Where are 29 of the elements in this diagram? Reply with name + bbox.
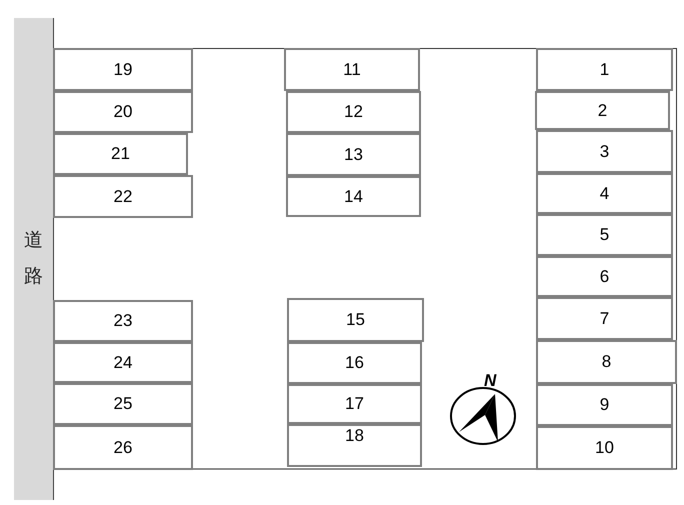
- parking-space: 26: [53, 425, 193, 470]
- parking-space: 6: [536, 256, 673, 297]
- parking-space: 12: [286, 91, 421, 133]
- parking-space: 16: [287, 342, 422, 384]
- road-label: 道路: [24, 229, 44, 289]
- parking-space: 9: [536, 384, 673, 426]
- parking-space: 23: [53, 300, 193, 342]
- parking-space: 15: [287, 298, 424, 342]
- parking-space: 17: [287, 384, 422, 424]
- parking-space: 8: [536, 340, 677, 384]
- parking-space: 5: [536, 214, 673, 256]
- parking-space: 25: [53, 383, 193, 425]
- parking-space: 21: [53, 133, 188, 175]
- parking-space: 18: [287, 424, 422, 467]
- parking-space: 19: [53, 48, 193, 91]
- parking-space: 7: [536, 297, 673, 340]
- north-label: N: [484, 372, 496, 390]
- parking-space: 14: [286, 176, 421, 217]
- parking-space: 10: [536, 426, 673, 470]
- parking-space: 3: [536, 130, 673, 173]
- parking-space: 20: [53, 91, 193, 133]
- parking-space: 11: [284, 48, 420, 91]
- parking-space: 22: [53, 175, 193, 218]
- parking-space: 2: [535, 91, 670, 130]
- parking-space: 4: [536, 173, 673, 214]
- road-strip: [14, 18, 54, 500]
- parking-space: 13: [286, 133, 421, 176]
- parking-space: 1: [536, 48, 673, 91]
- parking-space: 24: [53, 342, 193, 383]
